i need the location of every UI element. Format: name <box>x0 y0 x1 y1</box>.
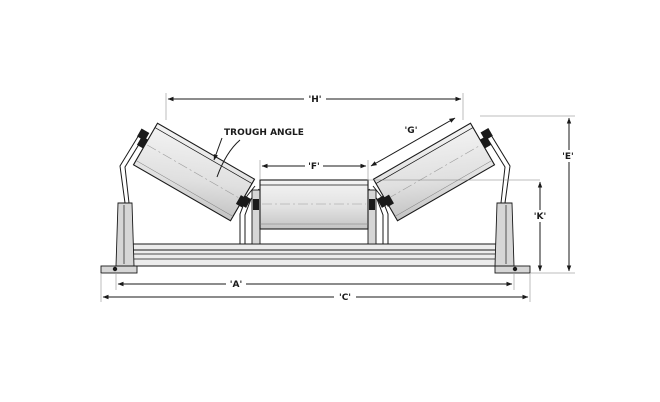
dimension-labels: 'H' 'F' 'G' 'A' 'C' 'E' 'K' TROUGH ANGLE <box>224 93 579 303</box>
right-foot <box>494 265 531 274</box>
base-channel <box>127 243 503 267</box>
dim-g-label: 'G' <box>405 126 418 136</box>
trough-angle-arc <box>216 139 241 178</box>
dim-k-label: 'K' <box>534 212 547 222</box>
left-foot <box>100 265 138 274</box>
dim-h-label: 'H' <box>308 95 321 105</box>
dim-g-line <box>370 117 456 167</box>
trough-angle-label: TROUGH ANGLE <box>224 128 304 138</box>
dim-a-label: 'A' <box>230 280 242 290</box>
left-upright <box>115 202 135 267</box>
right-upright <box>494 202 515 267</box>
bracket-hardware <box>137 128 493 208</box>
center-roll <box>253 179 375 230</box>
dim-f-label: 'F' <box>308 162 320 172</box>
dim-c-label: 'C' <box>339 293 351 303</box>
right-wing-roll <box>372 122 496 222</box>
base-frame <box>100 202 531 274</box>
dim-e-label: 'E' <box>562 152 574 162</box>
